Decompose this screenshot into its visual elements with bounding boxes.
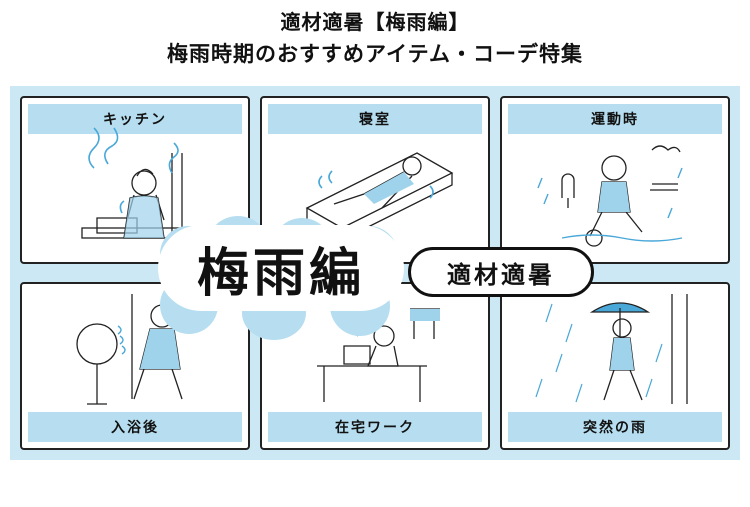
page-subtitle: 梅雨時期のおすすめアイテム・コーデ特集 [167, 42, 583, 66]
header: 適材適暑【梅雨編】 梅雨時期のおすすめアイテム・コーデ特集 [0, 0, 750, 85]
card-label: 運動時 [508, 104, 722, 134]
wfh-illustration [317, 308, 440, 402]
card-label: 在宅ワーク [268, 412, 482, 442]
rain-illustration [535, 294, 688, 404]
badge-subtitle: 適材適暑 [408, 247, 594, 297]
page-title: 適材適暑【梅雨編】 [280, 10, 470, 34]
card-label: 入浴後 [28, 412, 242, 442]
card-sudden-rain[interactable]: 突然の雨 [500, 282, 730, 450]
card-kitchen[interactable]: キッチン [20, 96, 250, 264]
kitchen-illustration [81, 127, 193, 239]
card-exercise[interactable]: 運動時 [500, 96, 730, 264]
badge-title: 梅雨編 [158, 225, 404, 311]
exercise-illustration [537, 145, 683, 247]
card-label: キッチン [28, 104, 242, 134]
card-label: 寝室 [268, 104, 482, 134]
card-label: 突然の雨 [508, 412, 722, 442]
